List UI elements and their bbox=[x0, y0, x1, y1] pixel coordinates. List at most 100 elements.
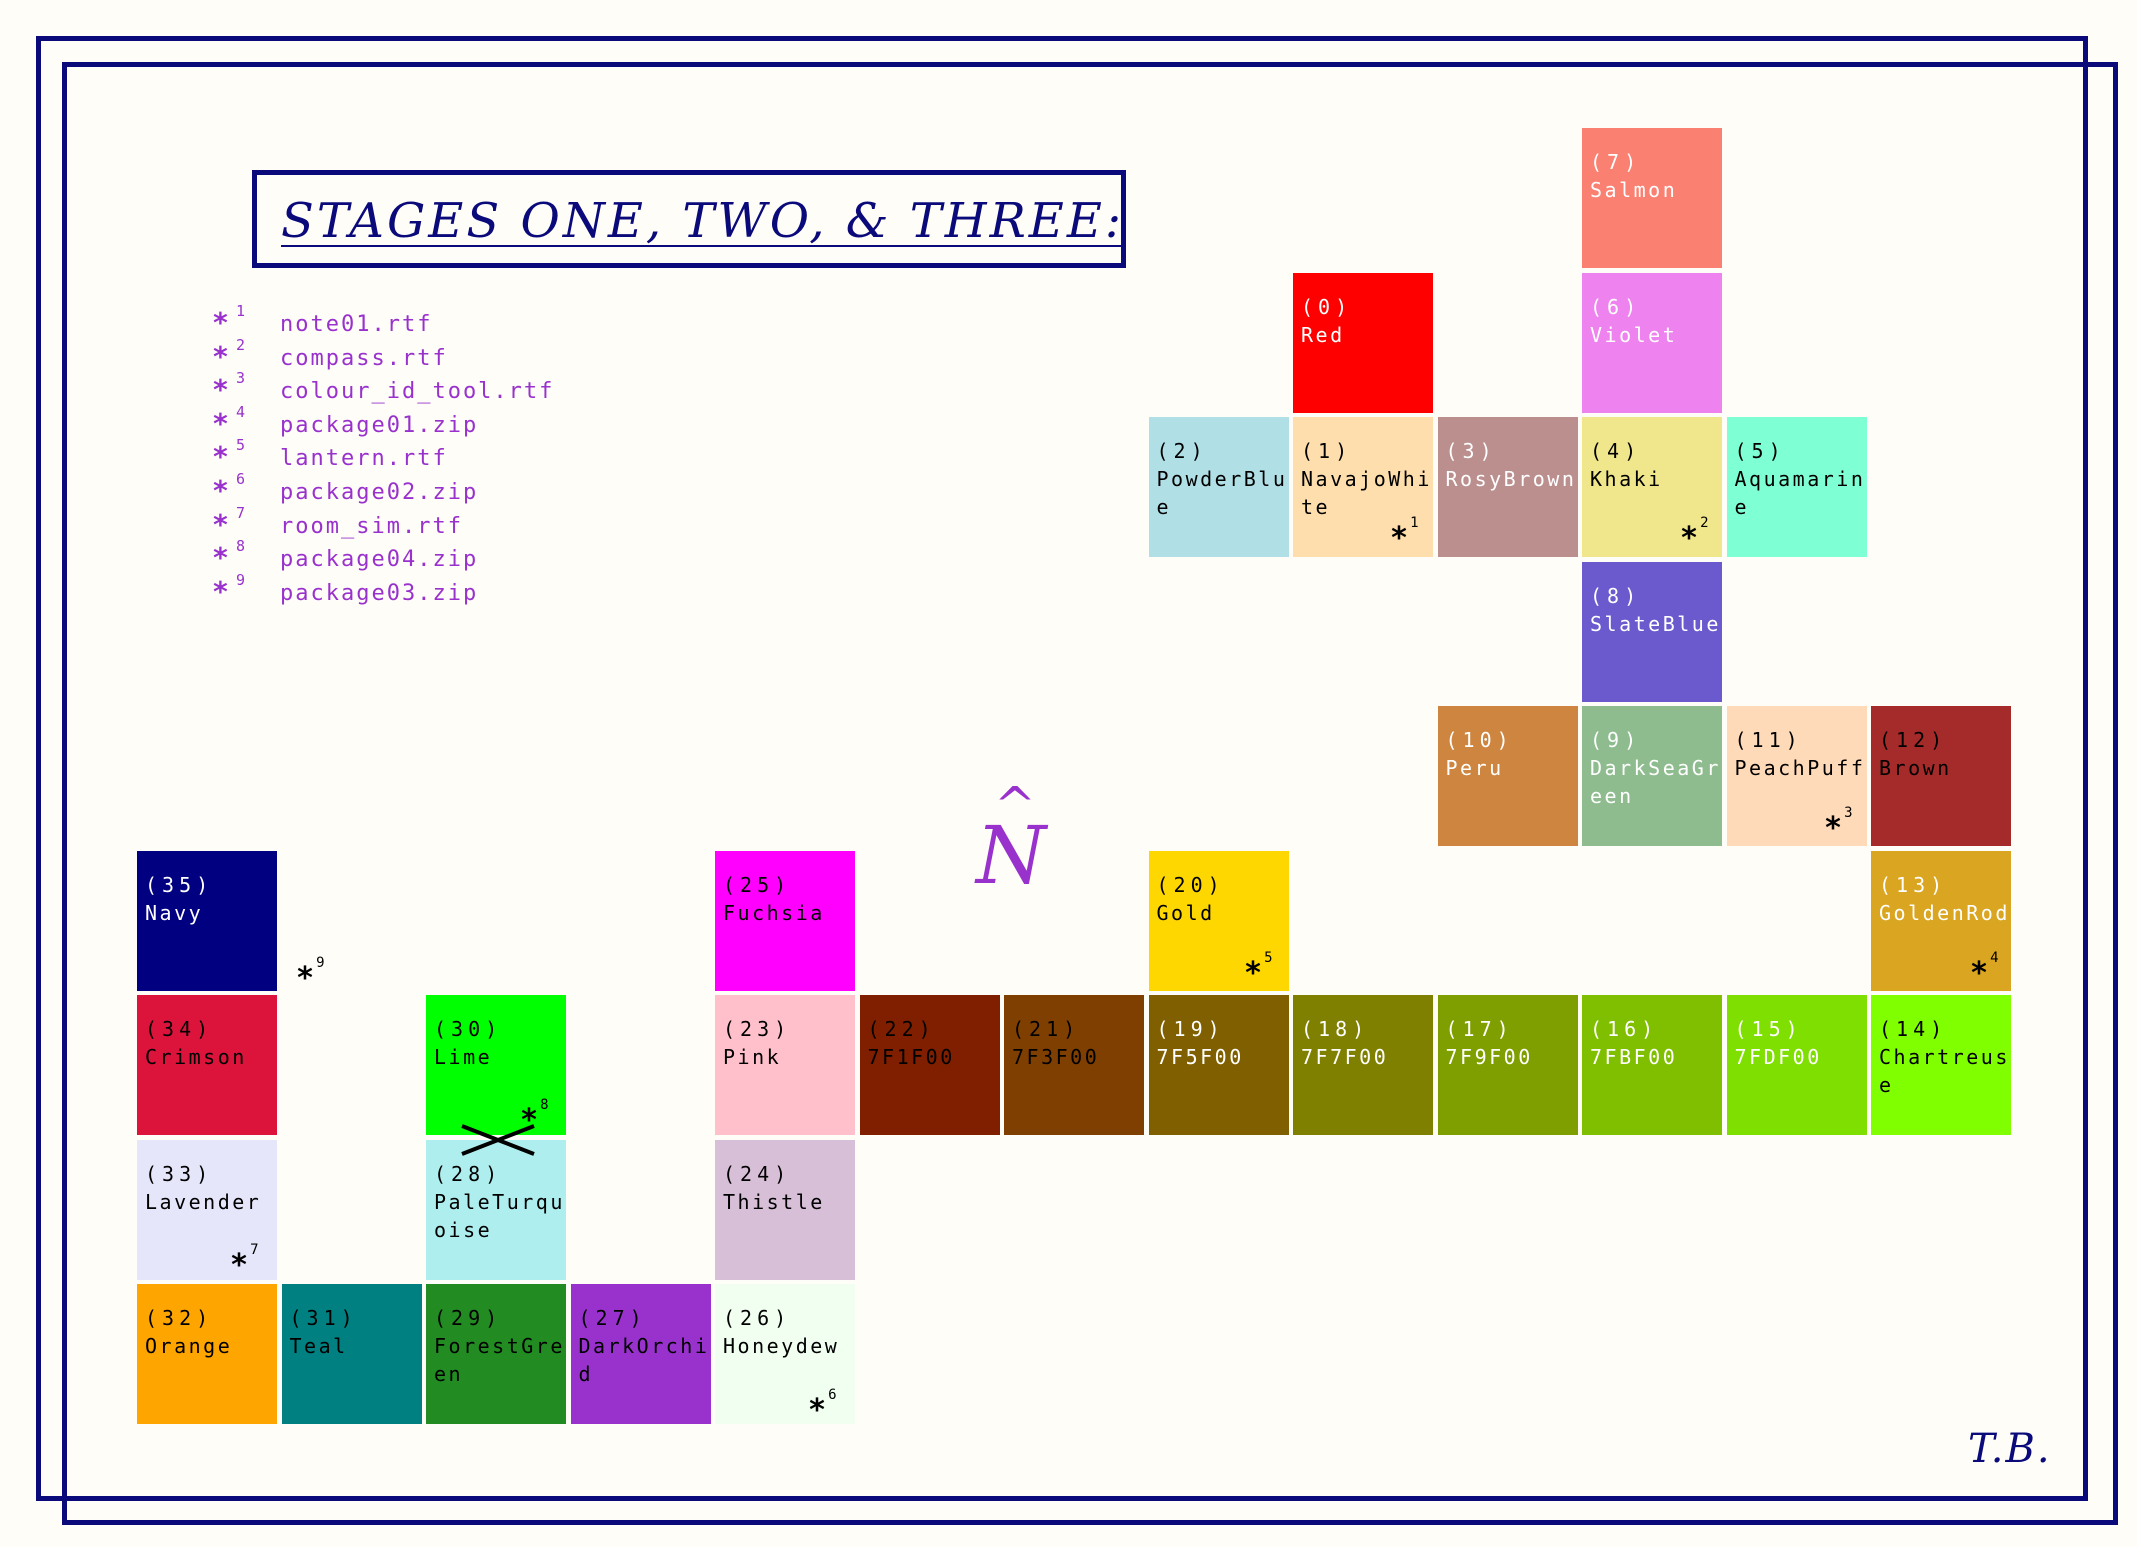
tile-label: DarkOrchid bbox=[578, 1334, 710, 1386]
tile-number: (8) bbox=[1590, 583, 1642, 608]
compass-hat: ^ bbox=[994, 776, 1036, 834]
marker-asterisk: * bbox=[1244, 956, 1263, 991]
note-asterisk: * bbox=[212, 507, 229, 541]
color-tile: (32) Orange bbox=[137, 1284, 277, 1424]
marker-asterisk: * bbox=[1970, 956, 1989, 991]
tile-label: NavajoWhite bbox=[1301, 467, 1432, 519]
color-tile: (33) Lavender bbox=[137, 1139, 277, 1280]
color-tile: (15) 7FDF00 bbox=[1726, 995, 1867, 1135]
compass-letter: N bbox=[976, 809, 1046, 902]
tile-number: (12) bbox=[1879, 728, 1948, 752]
tile-label: Navy bbox=[145, 900, 204, 925]
note-number: 8 bbox=[236, 537, 246, 556]
tile-number: (6) bbox=[1590, 294, 1642, 319]
tile-number: (25) bbox=[723, 872, 792, 897]
footnote-marker: *5 bbox=[1244, 950, 1273, 991]
color-tile: (12)Brown bbox=[1871, 706, 2011, 846]
footnote-marker: *3 bbox=[1824, 805, 1853, 844]
tile-number: (20) bbox=[1156, 872, 1225, 897]
color-tile: (10)Peru bbox=[1437, 706, 1578, 846]
note-asterisk: * bbox=[212, 541, 229, 575]
color-tile: (29)ForestGreen bbox=[426, 1284, 566, 1424]
tile-number: (17) bbox=[1445, 1017, 1514, 1041]
tile-number: (10) bbox=[1445, 728, 1514, 752]
tile-number: (3) bbox=[1445, 439, 1497, 463]
note-number: 4 bbox=[236, 402, 246, 421]
color-tile: (34)Crimson bbox=[137, 995, 277, 1135]
note-filename: package04.zip bbox=[280, 547, 479, 573]
tile-label: 7FDF00 bbox=[1734, 1045, 1822, 1069]
note-filename: package01.zip bbox=[280, 412, 479, 438]
tile-label: 7F3F00 bbox=[1012, 1045, 1100, 1069]
note-asterisk: * bbox=[212, 339, 229, 373]
tile-label: Fuchsia bbox=[723, 900, 825, 925]
color-tile: (1) NavajoWhite bbox=[1293, 417, 1433, 557]
color-tile: (23)Pink bbox=[715, 995, 855, 1135]
marker-number: 8 bbox=[540, 1097, 549, 1113]
footnote-marker: *9 bbox=[296, 955, 325, 996]
compass-north-icon: ^ N bbox=[976, 780, 1046, 910]
tile-label: ForestGreen bbox=[434, 1334, 565, 1386]
tile-number: (23) bbox=[723, 1017, 792, 1041]
tile-label: PaleTurquoise bbox=[434, 1189, 565, 1242]
note-filename: colour_id_tool.rtf bbox=[280, 379, 555, 405]
tile-label: 7FBF00 bbox=[1590, 1045, 1678, 1069]
tile-number: (33) bbox=[145, 1161, 214, 1186]
tile-number: (4) bbox=[1590, 439, 1642, 463]
color-tile: (5) Aquamarine bbox=[1726, 417, 1867, 557]
note-filename: lantern.rtf bbox=[280, 446, 448, 472]
note-filename: package02.zip bbox=[280, 479, 479, 505]
tile-label: Aquamarine bbox=[1734, 467, 1866, 519]
tile-number: (32) bbox=[145, 1306, 214, 1330]
color-tile: (20)Gold bbox=[1148, 850, 1289, 991]
color-tile: (21) 7F3F00 bbox=[1004, 995, 1144, 1135]
tile-number: (5) bbox=[1734, 439, 1786, 463]
outer-frame-back bbox=[36, 36, 2088, 1501]
marker-number: 1 bbox=[1410, 515, 1419, 531]
color-tile: (4)Khaki bbox=[1582, 417, 1722, 557]
marker-number: 5 bbox=[1264, 950, 1273, 966]
tile-label: 7F9F00 bbox=[1445, 1045, 1533, 1069]
marker-asterisk: * bbox=[296, 961, 315, 996]
note-number: 6 bbox=[236, 469, 246, 488]
marker-number: 9 bbox=[316, 955, 325, 971]
marker-asterisk: * bbox=[1390, 521, 1409, 556]
color-tile: (9)DarkSeaGreen bbox=[1582, 706, 1722, 846]
tile-number: (34) bbox=[145, 1017, 214, 1041]
color-tile: (2)PowderBlue bbox=[1148, 417, 1289, 557]
tile-number: (1) bbox=[1301, 439, 1353, 463]
note-asterisk: * bbox=[212, 373, 229, 407]
note-asterisk: * bbox=[212, 574, 229, 608]
tile-label: 7F5F00 bbox=[1156, 1045, 1244, 1069]
tile-number: (22) bbox=[867, 1017, 936, 1041]
tile-label: Orange bbox=[145, 1334, 233, 1358]
color-tile: (11)PeachPuff bbox=[1726, 706, 1867, 846]
tile-label: Lavender bbox=[145, 1189, 262, 1214]
tile-number: (21) bbox=[1012, 1017, 1081, 1041]
tile-number: (31) bbox=[289, 1306, 358, 1330]
footnote-marker: *4 bbox=[1970, 950, 1999, 991]
tile-label: Red bbox=[1301, 322, 1345, 347]
tile-number: (0) bbox=[1301, 294, 1353, 319]
tile-label: PeachPuff bbox=[1734, 756, 1866, 780]
color-tile: (25) Fuchsia bbox=[715, 850, 855, 991]
tile-label: SlateBlue bbox=[1590, 611, 1721, 636]
tile-label: RosyBrown bbox=[1445, 467, 1577, 491]
footnote-marker: *1 bbox=[1390, 515, 1419, 556]
tile-label: Chartreuse bbox=[1879, 1045, 2010, 1097]
note-asterisk: * bbox=[212, 406, 229, 440]
tile-number: (15) bbox=[1734, 1017, 1803, 1041]
color-tile: (27) DarkOrchid bbox=[570, 1284, 711, 1424]
tile-number: (27) bbox=[578, 1306, 647, 1330]
note-filename: room_sim.rtf bbox=[280, 513, 463, 539]
color-tile: (28)PaleTurquoise bbox=[426, 1139, 566, 1280]
note-number: 3 bbox=[236, 369, 246, 388]
marker-number: 7 bbox=[250, 1242, 259, 1258]
title-box: STAGES ONE, TWO, & THREE: bbox=[252, 170, 1126, 268]
marker-number: 4 bbox=[1990, 950, 1999, 966]
color-tile: (3) RosyBrown bbox=[1437, 417, 1578, 557]
color-tile: (17) 7F9F00 bbox=[1437, 995, 1578, 1135]
marker-asterisk: * bbox=[230, 1248, 249, 1283]
color-tile: (30)Lime bbox=[426, 995, 566, 1135]
note-asterisk: * bbox=[212, 306, 229, 339]
